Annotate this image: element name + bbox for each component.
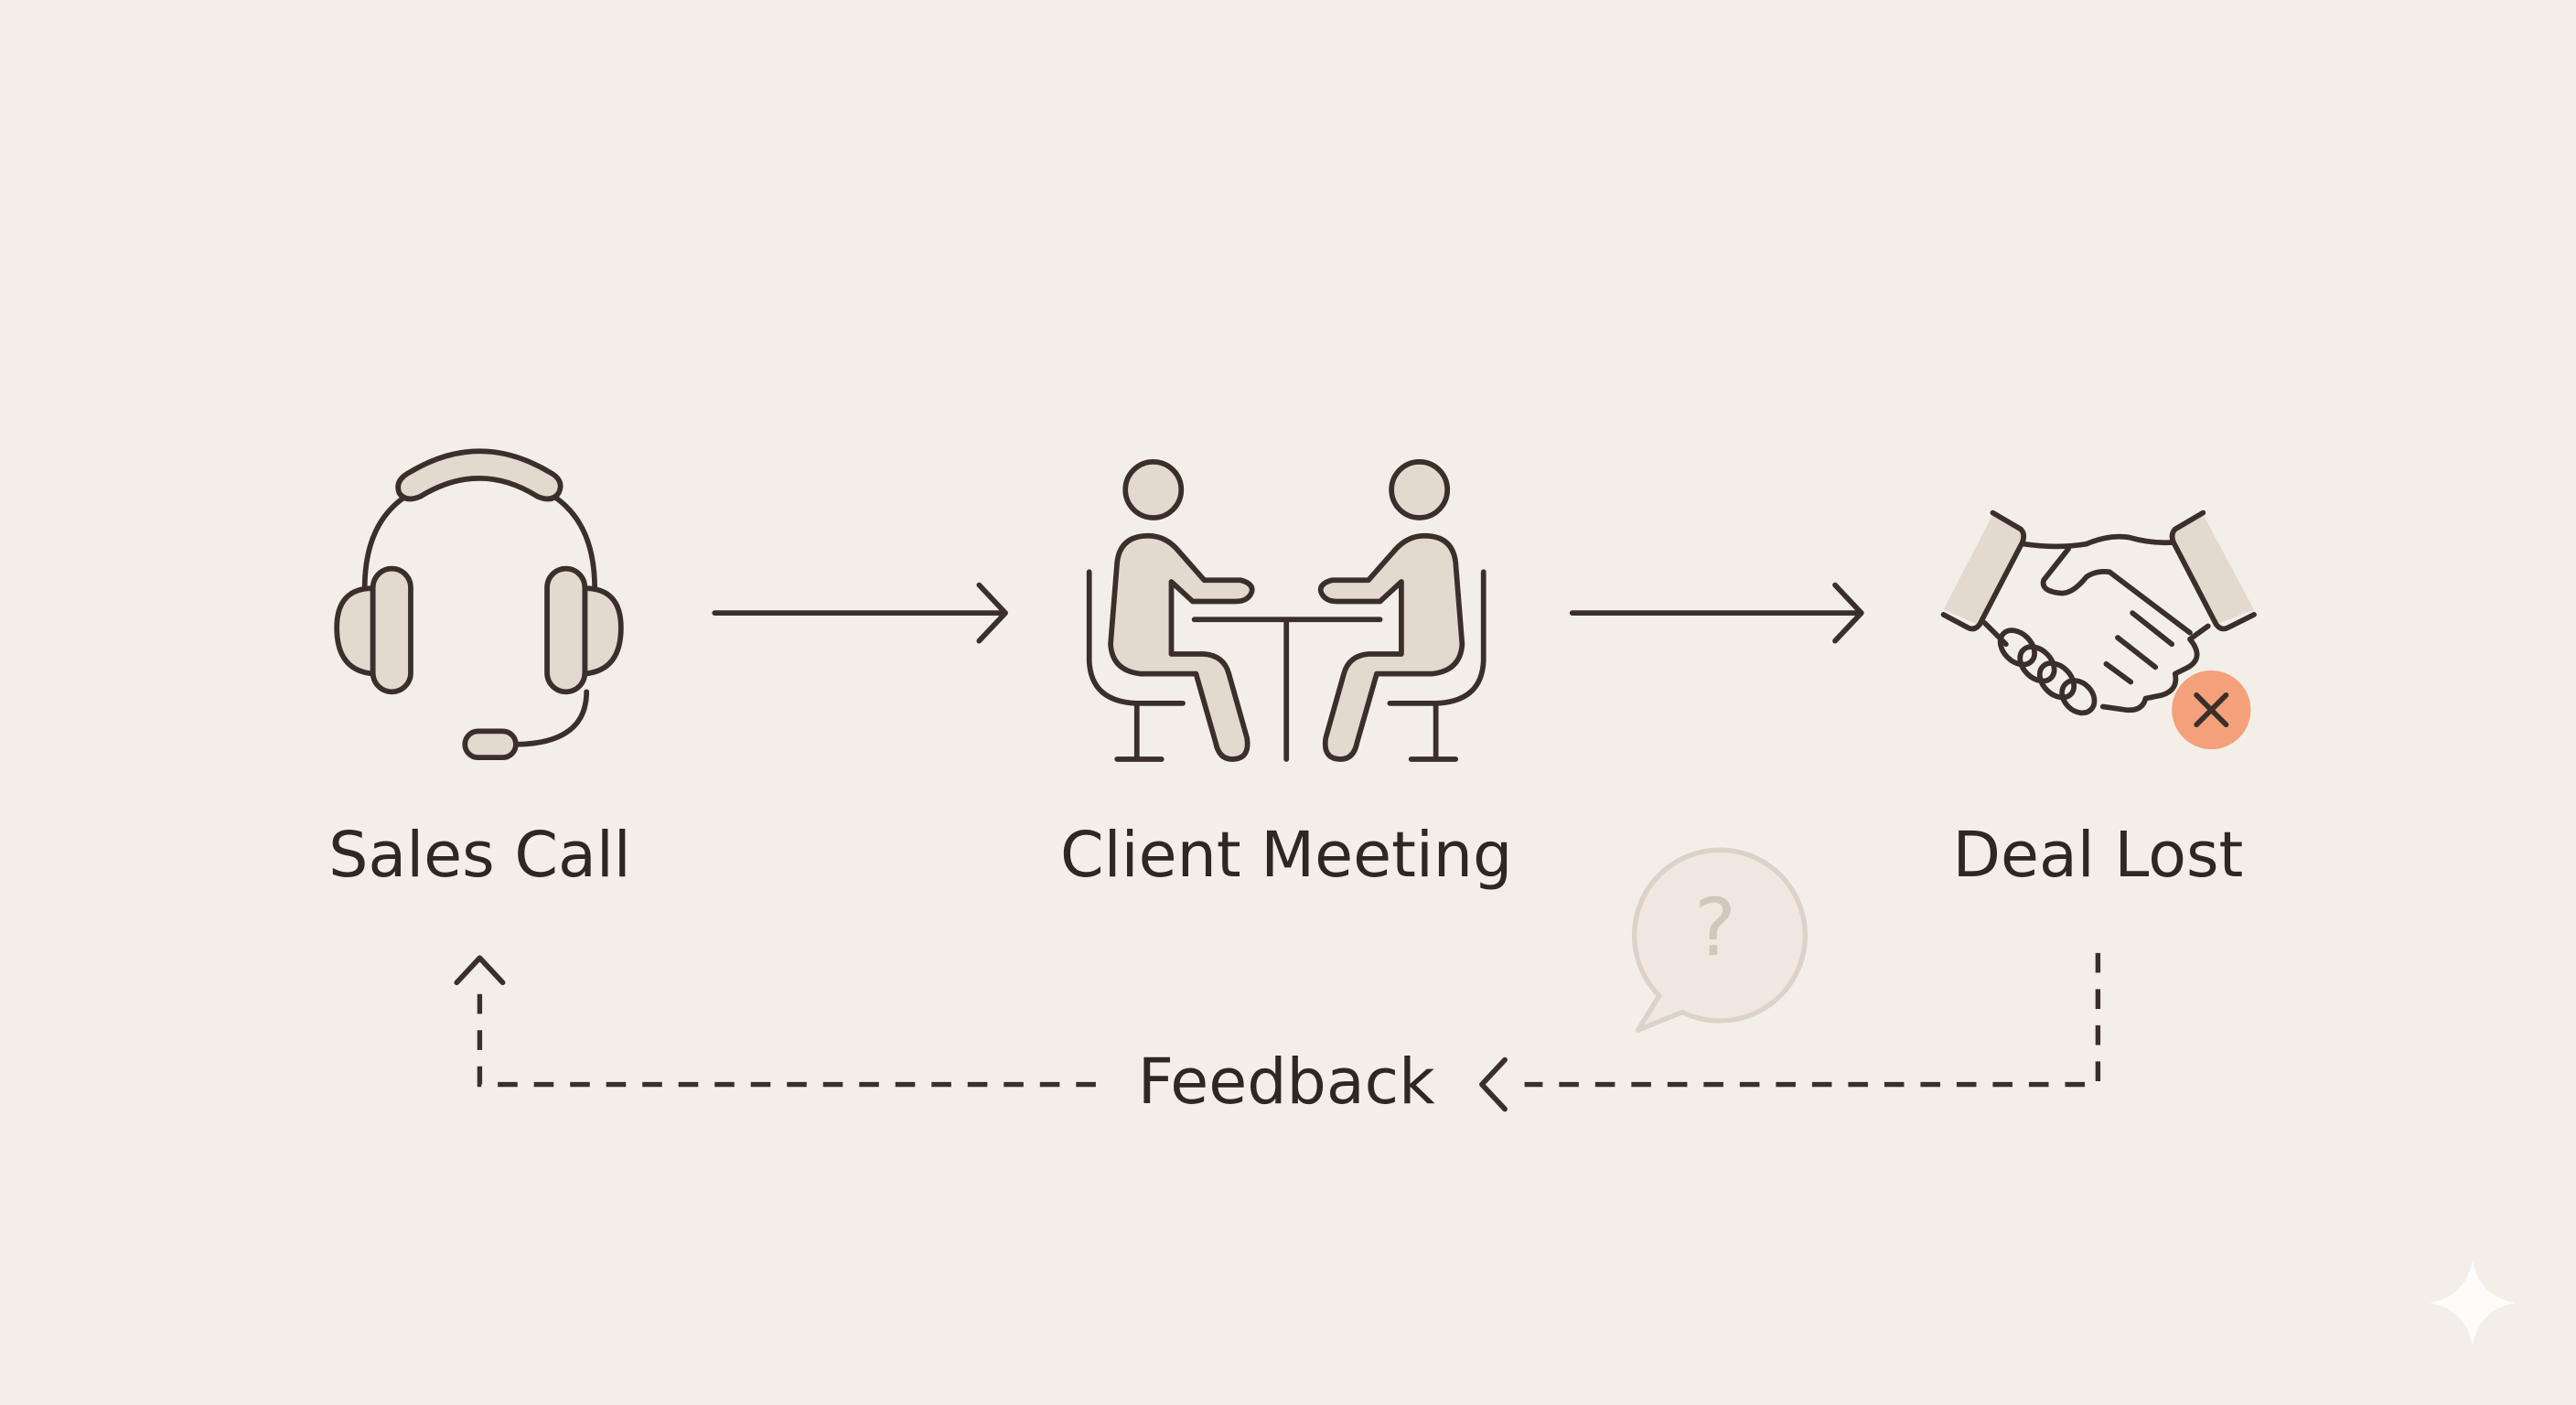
question-mark: ? bbox=[1694, 883, 1736, 974]
person-left-icon bbox=[1086, 459, 1255, 762]
feedback-loop-arrow bbox=[454, 952, 2101, 1112]
flow-arrow-1 bbox=[712, 582, 1008, 644]
step-label-deal-lost: Deal Lost bbox=[1952, 820, 2243, 892]
step-label-sales-call: Sales Call bbox=[328, 820, 631, 892]
headset-icon bbox=[334, 448, 624, 761]
handshake-icon bbox=[1940, 509, 2257, 716]
flow-arrow-2 bbox=[1569, 582, 1864, 644]
table-icon bbox=[1191, 617, 1383, 762]
deal-lost-badge bbox=[2172, 670, 2251, 750]
step-label-client-meeting: Client Meeting bbox=[1060, 820, 1512, 892]
question-bubble-icon: ? bbox=[1631, 847, 1809, 1033]
meeting-icon bbox=[1086, 459, 1487, 762]
close-icon bbox=[2194, 692, 2229, 728]
feedback-label: Feedback bbox=[1138, 1046, 1435, 1119]
person-right-icon bbox=[1317, 459, 1487, 762]
sparkle-icon bbox=[2430, 1260, 2516, 1346]
